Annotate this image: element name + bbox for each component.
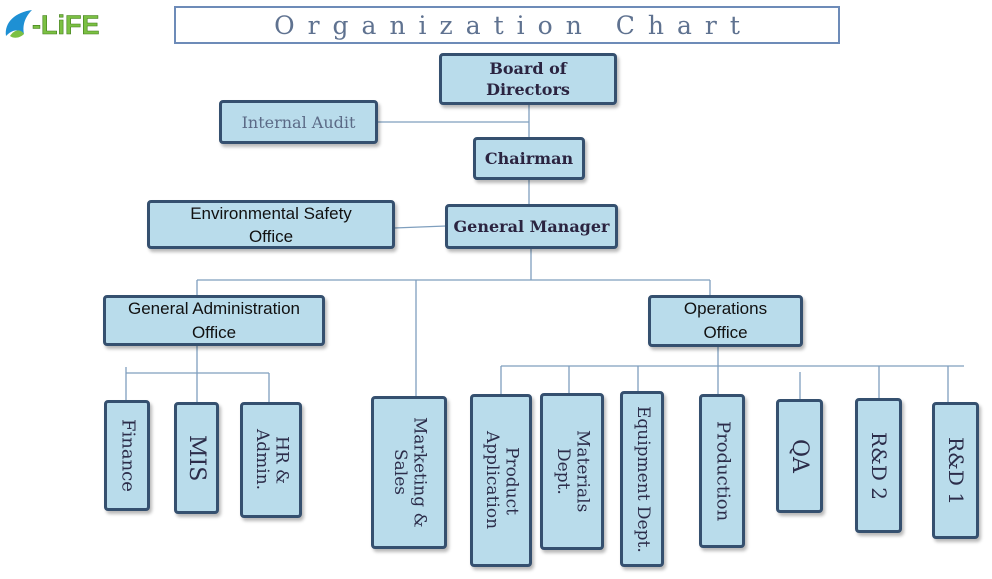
rd2-label: R&D 2 [867, 431, 891, 500]
production-label: Production [712, 420, 734, 522]
chart-title-box: Organization Chart [174, 6, 840, 44]
materials-dept-box: Materials Dept. [540, 393, 604, 550]
general-manager-box: General Manager [445, 204, 618, 249]
chairman-box: Chairman [473, 137, 585, 180]
internal-audit-label: Internal Audit [241, 112, 356, 132]
board-of-directors-label: Board of Directors [486, 59, 570, 99]
svg-text:-LiFE: -LiFE [32, 10, 100, 40]
general-administration-office-label: General Administration Office [128, 298, 300, 342]
logo-leaf-icon: -LiFE [5, 10, 100, 40]
qa-label: QA [787, 439, 813, 473]
finance-label: Finance [117, 419, 139, 492]
internal-audit-box: Internal Audit [219, 100, 378, 144]
rd1-label: R&D 1 [944, 436, 968, 505]
hr-admin-box: HR & Admin. [240, 402, 302, 518]
marketing-sales-label: Marketing & Sales [390, 417, 430, 528]
general-administration-office-box: General Administration Office [103, 295, 325, 346]
environmental-safety-office-box: Environmental Safety Office [147, 200, 395, 249]
mis-label: MIS [184, 434, 210, 482]
qa-box: QA [776, 399, 823, 513]
chart-title: Organization Chart [274, 10, 753, 40]
company-logo: -LiFE [2, 6, 128, 42]
chairman-label: Chairman [484, 149, 574, 168]
materials-dept-label: Materials Dept. [553, 430, 593, 513]
operations-office-label: Operations Office [683, 299, 768, 342]
equipment-dept-label: Equipment Dept. [632, 405, 653, 553]
hr-admin-label: HR & Admin. [252, 429, 292, 491]
rd2-box: R&D 2 [855, 398, 902, 533]
production-box: Production [699, 394, 745, 548]
environmental-safety-office-label: Environmental Safety Office [190, 203, 352, 246]
rd1-box: R&D 1 [932, 402, 979, 539]
product-application-box: Product Application [470, 394, 532, 567]
finance-box: Finance [104, 400, 150, 511]
general-manager-label: General Manager [453, 217, 610, 236]
operations-office-box: Operations Office [648, 295, 803, 347]
marketing-sales-box: Marketing & Sales [371, 396, 447, 549]
board-of-directors-box: Board of Directors [439, 53, 617, 105]
equipment-dept-box: Equipment Dept. [620, 391, 664, 567]
mis-box: MIS [174, 402, 219, 514]
product-application-label: Product Application [482, 431, 522, 530]
